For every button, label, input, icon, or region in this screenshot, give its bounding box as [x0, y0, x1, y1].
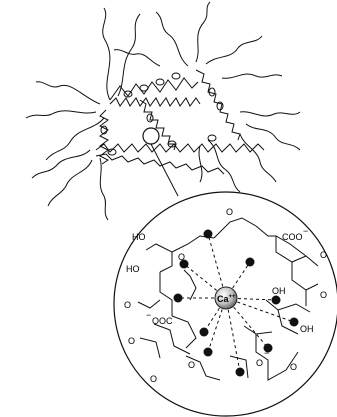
label-o-right-top: O [320, 250, 327, 260]
dangling-chain-ends [26, 2, 300, 220]
label-o-bottom-center: O [256, 358, 263, 368]
label-o-bottom-mid: O [188, 360, 195, 370]
label-ho-mid: HO [126, 264, 140, 274]
label-o-left-low: O [150, 374, 157, 384]
helix-lower-horizontal [96, 144, 264, 174]
label-o-small: O [178, 252, 185, 262]
label-o-bottom-right: O [290, 362, 297, 372]
oxygen-atom [204, 348, 213, 357]
label-minus-left: − [146, 310, 151, 320]
oxygen-atom [200, 328, 209, 337]
helix-upper-diagonal [110, 78, 200, 106]
polymer-network [26, 2, 300, 220]
label-minus-bottom: − [264, 348, 269, 358]
coil-loops [101, 73, 223, 155]
oxygen-atom [290, 318, 299, 327]
label-oh-lower: OH [300, 324, 314, 334]
helix-right-upper [196, 70, 240, 140]
magnified-egg-box-view: Ca++ HO HO O O COO − O O OOC − OH OH O O… [114, 192, 337, 416]
label-ho-top: HO [132, 232, 146, 242]
oxygen-atom [174, 294, 183, 303]
oxygen-atom [236, 368, 245, 377]
label-o-top: O [226, 207, 233, 217]
label-minus-right: − [303, 226, 308, 236]
label-o-right-mid: O [320, 290, 327, 300]
oxygen-atom [272, 296, 281, 305]
helix-left-vertical [100, 110, 108, 164]
junction-zone-highlight [143, 128, 159, 144]
oxygen-atom [204, 230, 213, 239]
oxygen-atom [246, 258, 255, 267]
label-o-bottom-left: O [128, 336, 135, 346]
label-o-left: O [124, 300, 131, 310]
label-oh-upper: OH [272, 286, 286, 296]
label-ooc-left: OOC [152, 316, 173, 326]
label-coo-right: COO [282, 232, 303, 242]
magnification-connector [151, 144, 178, 196]
